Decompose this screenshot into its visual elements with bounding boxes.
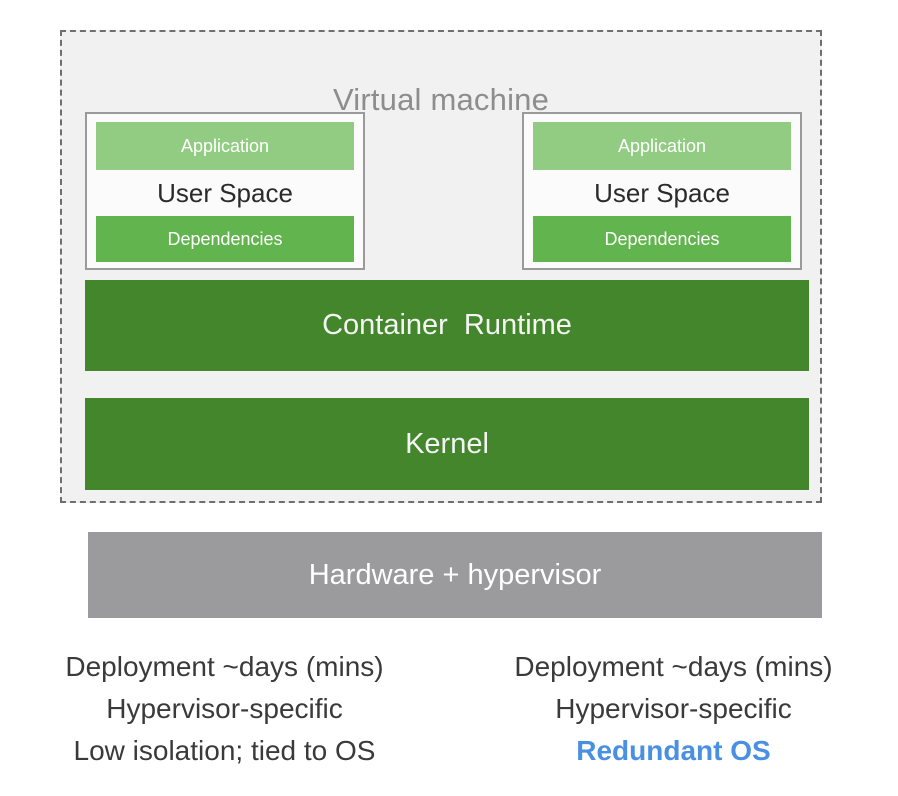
dependencies-bar-left: Dependencies xyxy=(96,216,354,262)
kernel-bar: Kernel xyxy=(85,398,809,490)
container-runtime-bar: Container Runtime xyxy=(85,280,809,371)
caption-right-line-2: Hypervisor-specific xyxy=(555,693,792,724)
application-bar-left: Application xyxy=(96,122,354,170)
container-card-right: Application User Space Dependencies xyxy=(522,112,802,270)
caption-left-line-3: Low isolation; tied to OS xyxy=(73,735,376,766)
hardware-hypervisor-bar: Hardware + hypervisor xyxy=(88,532,822,618)
caption-row: Deployment ~days (mins) Hypervisor-speci… xyxy=(0,646,898,772)
virtual-machine-title: Virtual machine xyxy=(332,82,550,117)
caption-left-line-2: Hypervisor-specific xyxy=(106,693,343,724)
user-space-label-left: User Space xyxy=(157,177,293,208)
application-bar-right: Application xyxy=(533,122,791,170)
container-card-left: Application User Space Dependencies xyxy=(85,112,365,270)
dependencies-bar-right: Dependencies xyxy=(533,216,791,262)
caption-left-line-1: Deployment ~days (mins) xyxy=(65,651,384,682)
caption-column-left: Deployment ~days (mins) Hypervisor-speci… xyxy=(0,646,449,772)
caption-right-line-3-redundant-os: Redundant OS xyxy=(576,735,771,766)
virtual-machine-boundary: Virtual machine Application User Space D… xyxy=(60,30,822,503)
caption-column-right: Deployment ~days (mins) Hypervisor-speci… xyxy=(449,646,898,772)
user-space-label-right: User Space xyxy=(594,177,730,208)
caption-right-line-1: Deployment ~days (mins) xyxy=(514,651,833,682)
